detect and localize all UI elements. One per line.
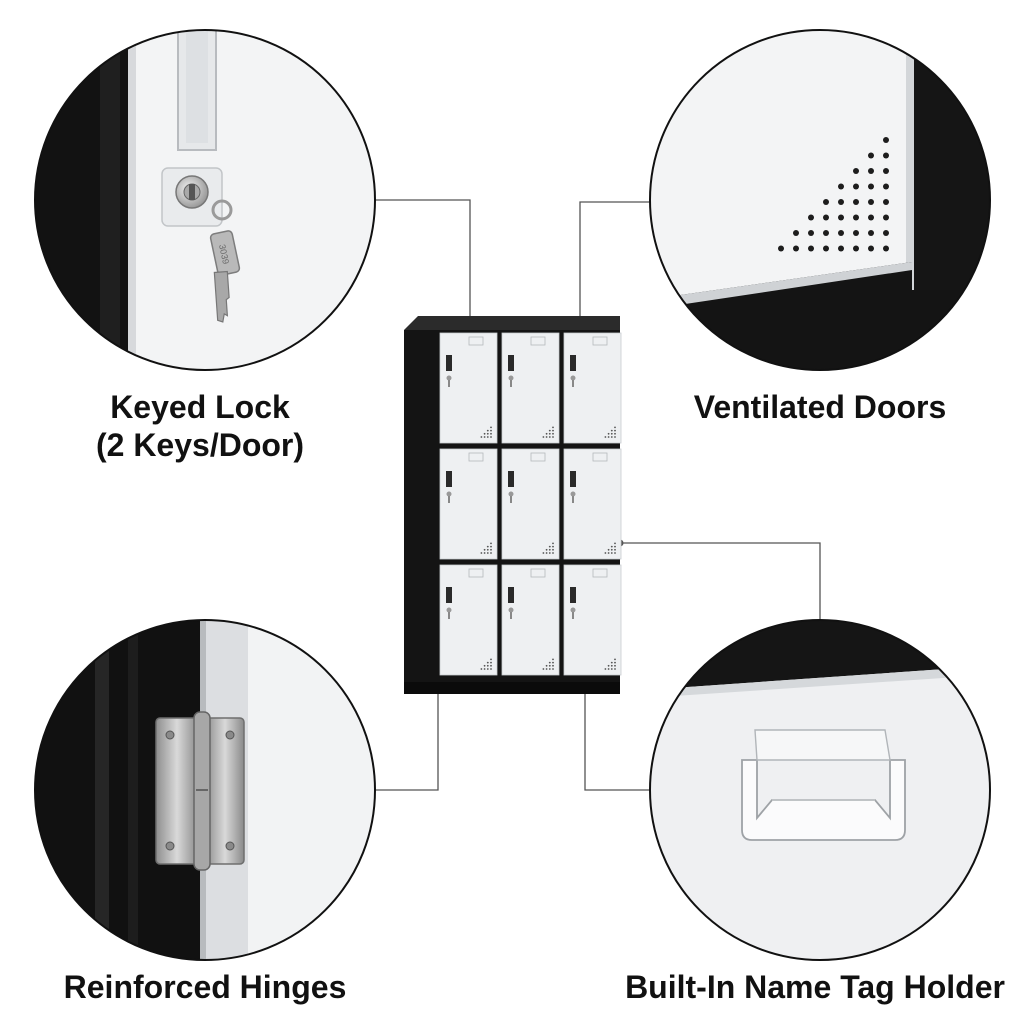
- vent-hole: [793, 245, 799, 252]
- locker-door: [563, 332, 622, 444]
- locker-door: [439, 564, 498, 676]
- vent-hole: [823, 199, 829, 205]
- vent-hole: [883, 199, 889, 205]
- vent-hole: [808, 230, 814, 236]
- label-keyed-lock-line2: (2 Keys/Door): [95, 427, 305, 463]
- vent-hole: [823, 245, 829, 252]
- label-reinforced-hinges: Reinforced Hinges: [63, 969, 347, 1005]
- detail-ring: [34, 619, 376, 961]
- label-ventilated-doors: Ventilated Doors: [693, 389, 947, 425]
- vent-hole: [853, 199, 859, 205]
- locker-door: [501, 332, 560, 444]
- vent-hole: [793, 230, 799, 236]
- vent-hole: [853, 168, 859, 174]
- locker-door: [439, 448, 498, 560]
- vent-hole: [853, 230, 859, 236]
- vent-hole: [838, 245, 844, 252]
- vent-hole: [883, 230, 889, 236]
- vent-hole: [808, 214, 814, 221]
- vent-hole: [838, 214, 844, 221]
- vent-hole: [853, 183, 859, 190]
- key-number-text: 3039: [217, 243, 231, 265]
- label-keyed-lock-line1: Keyed Lock: [110, 389, 290, 425]
- vent-hole: [883, 152, 889, 159]
- callout-line-nametag: [620, 542, 821, 622]
- locker-cabinet: [404, 316, 622, 694]
- vent-hole: [868, 199, 874, 205]
- vent-hole: [868, 245, 874, 252]
- detail-ring: [649, 29, 991, 371]
- vent-hole: [883, 168, 889, 174]
- vent-hole: [838, 199, 844, 205]
- name-tag-holder-detail: [649, 619, 991, 961]
- vent-hole: [838, 183, 844, 190]
- vent-hole: [883, 214, 889, 221]
- vent-hole: [838, 230, 844, 236]
- vent-hole: [868, 152, 874, 159]
- label-name-tag-holder: Built-In Name Tag Holder: [625, 969, 1005, 1005]
- locker-door: [563, 448, 622, 560]
- vent-hole: [808, 245, 814, 252]
- locker-door: [439, 332, 498, 444]
- ventilated-doors-detail: [649, 29, 991, 371]
- locker-door: [501, 448, 560, 560]
- vent-holes: [778, 137, 889, 252]
- vent-hole: [883, 245, 889, 252]
- vent-hole: [823, 214, 829, 221]
- vent-hole: [868, 214, 874, 221]
- keyed-lock-detail: 3039: [34, 29, 376, 371]
- detail-ring: [649, 619, 991, 961]
- reinforced-hinges-detail: [34, 619, 376, 961]
- detail-ring: [34, 29, 376, 371]
- label-keyed-lock: Keyed Lock (2 Keys/Door): [80, 388, 320, 464]
- locker-doors: [439, 332, 622, 676]
- locker-door: [501, 564, 560, 676]
- vent-hole: [778, 245, 784, 252]
- vent-hole: [853, 245, 859, 252]
- vent-hole: [868, 183, 874, 190]
- vent-hole: [853, 214, 859, 221]
- vent-hole: [883, 183, 889, 190]
- locker-door: [563, 564, 622, 676]
- vent-hole: [868, 230, 874, 236]
- vent-hole: [868, 168, 874, 174]
- callout-line-hinge: [372, 685, 439, 791]
- vent-hole: [883, 137, 889, 143]
- vent-hole: [823, 230, 829, 236]
